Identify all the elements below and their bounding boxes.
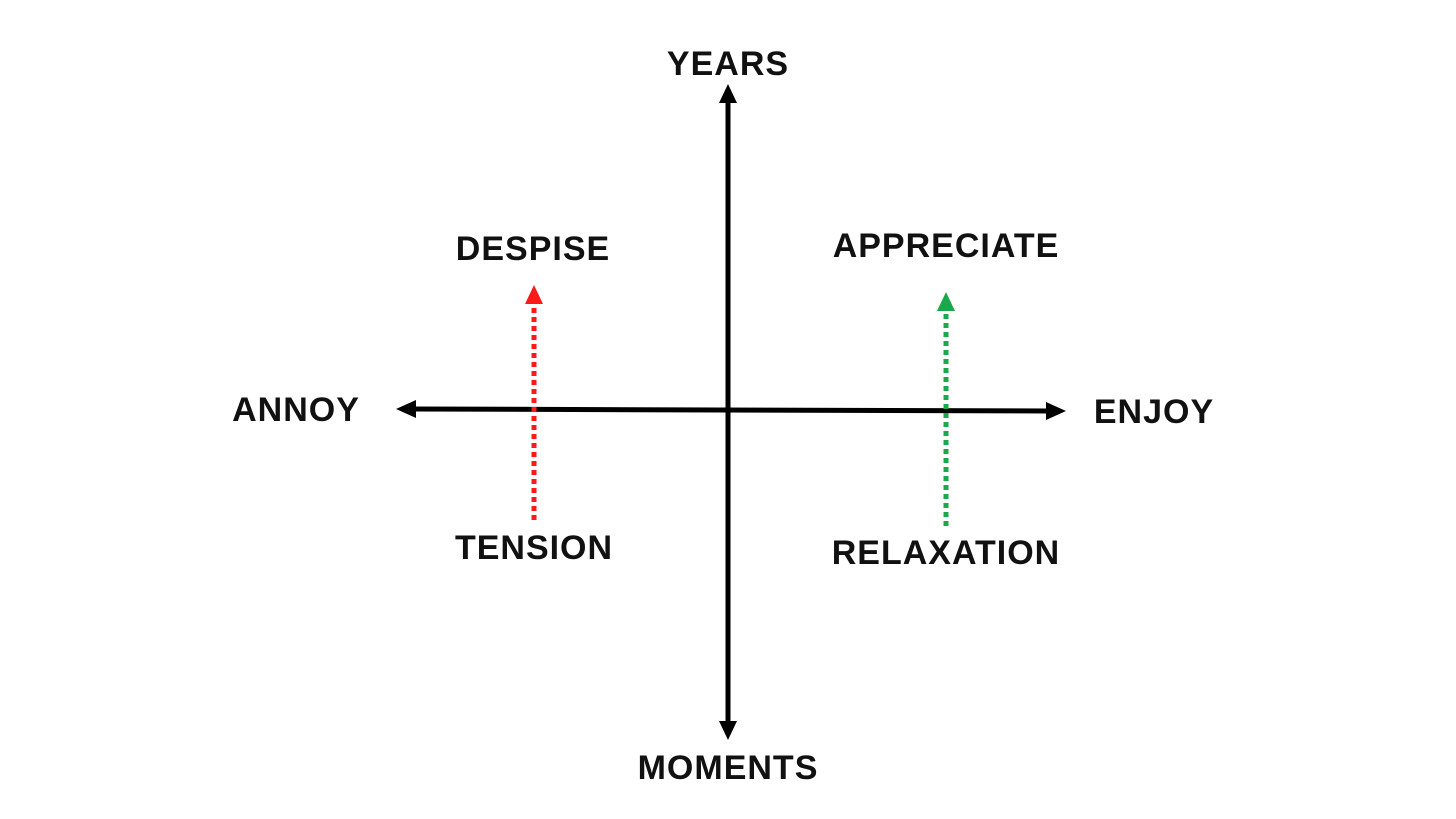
quadrant-label-relaxation: RELAXATION — [831, 534, 1061, 572]
axis-label-moments: MOMENTS — [637, 749, 819, 787]
vertical-axis-top-arrowhead — [719, 84, 737, 103]
quadrant-label-tension: TENSION — [454, 529, 614, 567]
horizontal-axis-line — [411, 406, 1051, 414]
quadrant-label-despise: DESPISE — [455, 230, 611, 268]
relaxation-to-appreciate-arrowhead — [937, 292, 955, 311]
quadrant-label-appreciate: APPRECIATE — [832, 227, 1060, 265]
tension-to-despise-arrowhead — [525, 285, 543, 304]
horizontal-axis-left-arrowhead — [396, 400, 416, 418]
axis-label-enjoy: ENJOY — [1093, 393, 1215, 431]
horizontal-axis-right-arrowhead — [1046, 402, 1066, 420]
vertical-axis-bottom-arrowhead — [719, 721, 737, 740]
axis-label-years: YEARS — [666, 45, 790, 83]
axis-label-annoy: ANNOY — [232, 391, 360, 429]
